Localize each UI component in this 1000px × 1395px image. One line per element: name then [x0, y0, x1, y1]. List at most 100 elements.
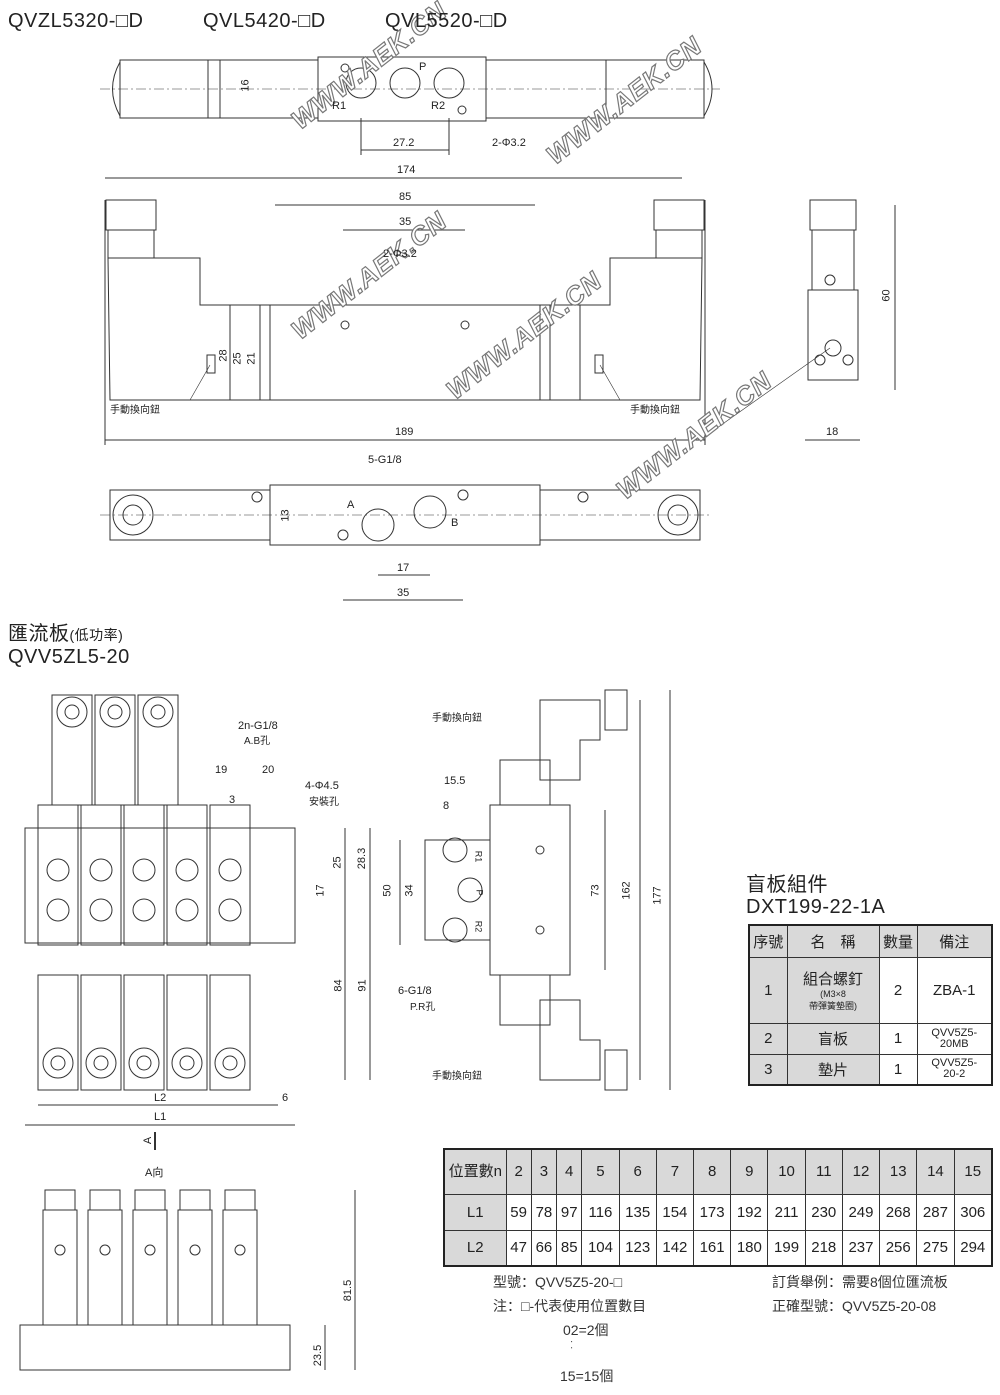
- cell: 237: [841, 1229, 881, 1267]
- cell-text: 帶彈簧墊圈): [809, 1001, 857, 1011]
- range-dots: · ·: [566, 1340, 577, 1350]
- view-label: A向: [145, 1167, 164, 1179]
- cell: 306: [953, 1193, 993, 1231]
- manual-override-label: 手動換向鈕: [432, 713, 482, 724]
- cell: 192: [730, 1193, 769, 1231]
- valve-module: [80, 804, 122, 946]
- dim-label: 15.5: [444, 775, 466, 787]
- dim-label: 60: [880, 289, 893, 302]
- cell: 230: [804, 1193, 843, 1231]
- cell: 78: [530, 1193, 558, 1231]
- coil-connector: [44, 1189, 76, 1211]
- dim-label: 4-Φ4.5: [305, 780, 339, 792]
- manifold-subtitle: (低功率): [69, 627, 124, 643]
- valve-bottom-view: [100, 484, 712, 601]
- dim-label: 安裝孔: [309, 797, 339, 808]
- dim-label: 162: [620, 881, 633, 900]
- manifold-side-view: [399, 689, 671, 1091]
- port-label: R2: [431, 100, 446, 112]
- cell: 268: [879, 1193, 918, 1231]
- valve-body: [177, 1209, 213, 1326]
- cell: 135: [618, 1193, 657, 1231]
- cell: 66: [530, 1229, 558, 1267]
- table-header: L2: [443, 1229, 507, 1267]
- port-label: A: [347, 499, 355, 511]
- cell: 2: [878, 956, 918, 1024]
- dim-label: 6-G1/8: [398, 985, 432, 997]
- dim-label: 84: [332, 979, 345, 992]
- dim-label: 8: [443, 800, 450, 812]
- dim-label: 25: [331, 856, 344, 869]
- cell: 盲板: [786, 1022, 880, 1055]
- table-header: 位置數n: [443, 1148, 507, 1195]
- port-label: R1: [332, 100, 347, 112]
- dim-label: 174: [397, 164, 416, 176]
- cell: 218: [804, 1229, 843, 1267]
- model-title: QVL5420-□D: [203, 10, 326, 32]
- dim-label: 25: [231, 352, 244, 365]
- dim-label: 18: [826, 426, 839, 438]
- dim-label: 85: [399, 191, 412, 203]
- cell: 2: [505, 1148, 532, 1195]
- cell: 5: [581, 1148, 620, 1195]
- manual-override-label: 手動換向鈕: [432, 1071, 482, 1082]
- table-row: 2 盲板 1 QVV5Z5-20MB: [748, 1022, 993, 1055]
- cell: 173: [692, 1193, 732, 1231]
- dim-label: 19: [215, 764, 228, 776]
- dim-label: 2n-G1/8: [238, 720, 278, 732]
- dim-label: 13: [279, 509, 292, 522]
- cell: 15: [953, 1148, 993, 1195]
- manual-override-label: 手動換向鈕: [630, 405, 680, 416]
- cell: 6: [618, 1148, 657, 1195]
- cell: 211: [767, 1193, 806, 1231]
- table-row: 3 墊片 1 QVV5Z5-20-2: [748, 1053, 993, 1086]
- cell: 154: [655, 1193, 695, 1231]
- cell: 123: [618, 1229, 657, 1267]
- valve-body: [132, 1209, 168, 1326]
- port-label: P: [474, 889, 485, 896]
- range-end: 15=15個: [560, 1368, 614, 1384]
- cell: QVV5Z5-20MB: [916, 1022, 993, 1055]
- valve-module: [37, 804, 79, 946]
- cell: 3: [748, 1053, 788, 1086]
- table-header: 備注: [916, 924, 993, 958]
- cell: 275: [916, 1229, 955, 1267]
- valve-module: [209, 804, 251, 946]
- manifold-front-view: [19, 1189, 356, 1371]
- cell-text: (M3×8: [820, 989, 846, 999]
- dim-label: 91: [356, 979, 369, 992]
- dim-label: 21: [245, 352, 258, 365]
- port-label: R1: [473, 850, 484, 863]
- cell: 13: [879, 1148, 918, 1195]
- dim-label: 16: [239, 79, 252, 92]
- model-title: QVZL5320-□D: [8, 10, 144, 32]
- manifold-model: QVV5ZL5-20: [8, 646, 130, 668]
- order-example: 訂貨舉例：需要8個位匯流板: [772, 1274, 948, 1290]
- port-label: B: [451, 517, 459, 529]
- dim-label: 81.5: [342, 1279, 355, 1302]
- blank-kit-title: 盲板組件: [746, 874, 828, 896]
- cell: 14: [916, 1148, 955, 1195]
- blank-kit-model: DXT199-22-1A: [746, 896, 886, 918]
- dim-label: A.B孔: [244, 736, 271, 747]
- dim-label: 6: [282, 1092, 289, 1104]
- manifold-title: 匯流板: [8, 623, 70, 645]
- cell: 1: [878, 1022, 918, 1055]
- dim-label: 34: [403, 884, 416, 897]
- dim-label: 177: [651, 886, 664, 905]
- dim-label: L2: [154, 1092, 167, 1104]
- cell: 10: [767, 1148, 806, 1195]
- cell: 180: [730, 1229, 769, 1267]
- dim-label: 27.2: [393, 137, 415, 149]
- valve-module: [123, 804, 165, 946]
- table-header: 數量: [878, 924, 918, 958]
- note: 注：□-代表使用位置數目: [493, 1298, 647, 1314]
- cell-text: 組合螺釘: [802, 971, 863, 988]
- coil-connector: [179, 1189, 211, 1211]
- dim-label: 5-G1/8: [368, 454, 402, 466]
- dim-label: 50: [381, 884, 394, 897]
- cell: 1: [748, 956, 788, 1024]
